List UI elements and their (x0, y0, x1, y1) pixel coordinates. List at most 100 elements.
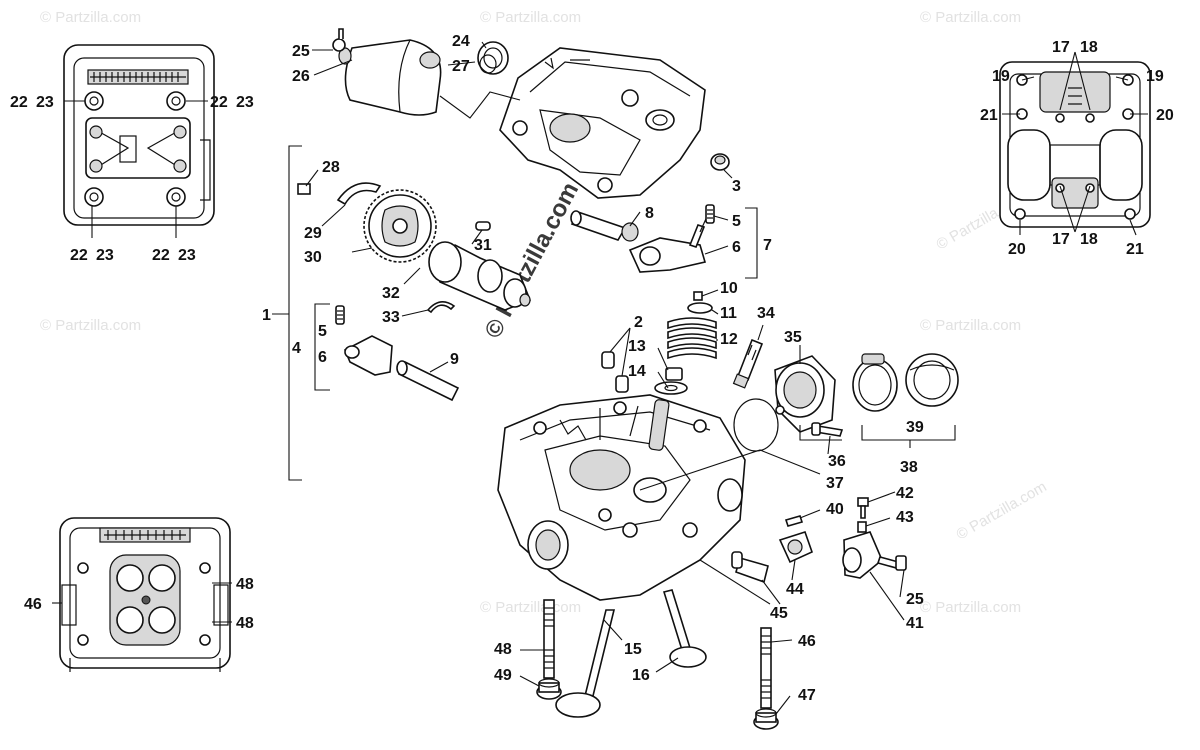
callout-15: 15 (624, 641, 642, 658)
callout-4: 4 (292, 340, 301, 357)
callout-23: 23 (236, 94, 254, 111)
callout-46: 46 (798, 633, 816, 650)
callout-7: 7 (763, 237, 772, 254)
cylinder-head-main (497, 394, 746, 601)
callout-42: 42 (896, 485, 914, 502)
callout-43: 43 (896, 509, 914, 526)
callout-6: 6 (318, 349, 327, 366)
callout-6: 6 (732, 239, 741, 256)
callout-16: 16 (632, 667, 650, 684)
callout-19: 19 (992, 68, 1010, 85)
callout-20: 20 (1156, 107, 1174, 124)
part-6-rocker-arm-right (628, 204, 715, 273)
watermark-text: © Partzilla.com (920, 9, 1021, 26)
callout-12: 12 (720, 331, 738, 348)
part-28-bolt (297, 183, 311, 195)
part-6-rocker-arm-left (335, 305, 393, 376)
part-42-bolt (857, 497, 869, 519)
leader-lines (52, 41, 1148, 715)
callout-24: 24 (452, 33, 470, 50)
watermark-text: © Partzilla.com (40, 317, 141, 334)
callout-20: 20 (1008, 241, 1026, 258)
callout-28: 28 (322, 159, 340, 176)
callout-32: 32 (382, 285, 400, 302)
callout-22: 22 (70, 247, 88, 264)
callout-8: 8 (645, 205, 654, 222)
part-39-clamp (852, 353, 898, 412)
callout-35: 35 (784, 329, 802, 346)
callout-14: 14 (628, 363, 646, 380)
callout-45: 45 (770, 605, 788, 622)
callout-49: 49 (494, 667, 512, 684)
part-34-spark-plug (732, 338, 764, 389)
part-16-valve-exhaust (662, 589, 707, 668)
callout-33: 33 (382, 309, 400, 326)
watermark-text: © Partzilla.com (920, 599, 1021, 616)
callout-5: 5 (732, 213, 741, 230)
part-44-temp-sensor (778, 531, 813, 564)
watermark-text: © Partzilla.com (954, 478, 1050, 543)
callout-5: 5 (318, 323, 327, 340)
callout-25: 25 (292, 43, 310, 60)
cam-holder-cover (499, 47, 706, 199)
part-45-sensor (731, 551, 769, 584)
part-32-camshaft (428, 241, 532, 311)
watermark-text: © Partzilla.com (480, 599, 581, 616)
callout-30: 30 (304, 249, 322, 266)
callout-18: 18 (1080, 231, 1098, 248)
head-bottom-view (59, 517, 231, 672)
watermark-text: © Partzilla.com (480, 9, 581, 26)
part-24-seal-ring (477, 41, 509, 75)
part-27-valve-cover (332, 28, 442, 116)
callout-3: 3 (732, 178, 741, 195)
callout-10: 10 (720, 280, 738, 297)
callout-23: 23 (178, 247, 196, 264)
callout-48: 48 (494, 641, 512, 658)
head-top-view-right (999, 61, 1151, 228)
callout-2: 2 (634, 314, 643, 331)
part-41-thermostat-housing (842, 521, 907, 579)
head-top-view-left (63, 44, 215, 226)
callout-39: 39 (906, 419, 924, 436)
part-3-plug (710, 153, 730, 171)
callout-29: 29 (304, 225, 322, 242)
callout-22: 22 (210, 94, 228, 111)
part-49-nut (536, 678, 562, 700)
part-35-intake-boot (774, 355, 836, 433)
callout-27: 27 (452, 58, 470, 75)
callout-17: 17 (1052, 39, 1070, 56)
callout-36: 36 (828, 453, 846, 470)
callout-1: 1 (262, 307, 271, 324)
callout-44: 44 (786, 581, 804, 598)
callout-48: 48 (236, 615, 254, 632)
part-29-lock-plate (336, 182, 382, 206)
part-48-stud (543, 599, 555, 679)
callout-21: 21 (1126, 241, 1144, 258)
callout-26: 26 (292, 68, 310, 85)
callout-17: 17 (1052, 231, 1070, 248)
callout-38: 38 (900, 459, 918, 476)
callout-21: 21 (980, 107, 998, 124)
callout-18: 18 (1080, 39, 1098, 56)
callout-23: 23 (96, 247, 114, 264)
callout-46: 46 (24, 596, 42, 613)
part-31-dowel (475, 221, 491, 231)
part-33-circlip (426, 301, 456, 314)
part-30-cam-sprocket (363, 189, 437, 263)
callout-48: 48 (236, 576, 254, 593)
callout-13: 13 (628, 338, 646, 355)
callout-22: 22 (10, 94, 28, 111)
callout-23: 23 (36, 94, 54, 111)
callout-19: 19 (1146, 68, 1164, 85)
part-9-rocker-shaft-left (396, 360, 460, 402)
part-47-nut (753, 708, 779, 730)
part-39-boot (905, 353, 959, 407)
part-15-valve-intake (555, 609, 616, 718)
watermark-text: © Partzilla.com (920, 317, 1021, 334)
callout-22: 22 (152, 247, 170, 264)
callout-9: 9 (450, 351, 459, 368)
callout-40: 40 (826, 501, 844, 518)
callout-11: 11 (720, 305, 737, 322)
